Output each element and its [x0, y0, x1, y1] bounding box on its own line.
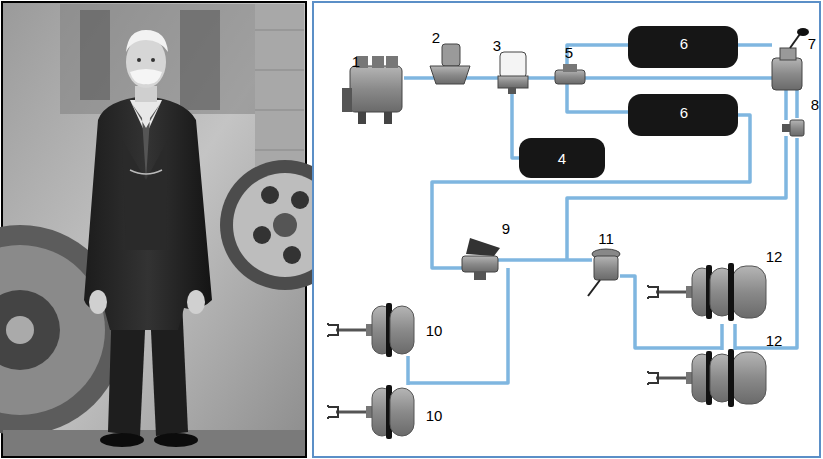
callout-number: 1 [352, 54, 360, 69]
foot-valve [462, 238, 500, 280]
check-valve [782, 120, 804, 136]
callout-number: 10 [426, 323, 443, 338]
air-dryer [498, 52, 528, 94]
callout-number: 9 [502, 221, 510, 236]
callout-number: 2 [432, 30, 440, 45]
reservoir [519, 138, 605, 178]
dual-valve [772, 28, 809, 90]
callout-number: 7 [808, 36, 816, 51]
panel-border [313, 2, 820, 457]
air-lines [404, 45, 797, 385]
reservoir [628, 94, 738, 136]
compressor [342, 56, 402, 124]
valve [555, 64, 585, 84]
callout-number: 6 [680, 105, 688, 120]
brake-chamber [328, 303, 414, 439]
callout-number: 11 [598, 231, 614, 246]
hand-valve [588, 249, 620, 296]
callout-number: 8 [811, 97, 819, 112]
spring-brake-chamber [648, 263, 766, 407]
portrait-photo [0, 2, 350, 457]
callout-number: 3 [493, 38, 501, 53]
callout-number: 5 [565, 45, 573, 60]
callout-number: 6 [680, 36, 688, 51]
callout-number: 12 [766, 249, 783, 264]
callout-number: 10 [426, 408, 443, 423]
callout-number: 12 [766, 333, 783, 348]
callout-number: 4 [558, 151, 566, 166]
reservoir [628, 26, 738, 68]
governor [430, 44, 470, 84]
